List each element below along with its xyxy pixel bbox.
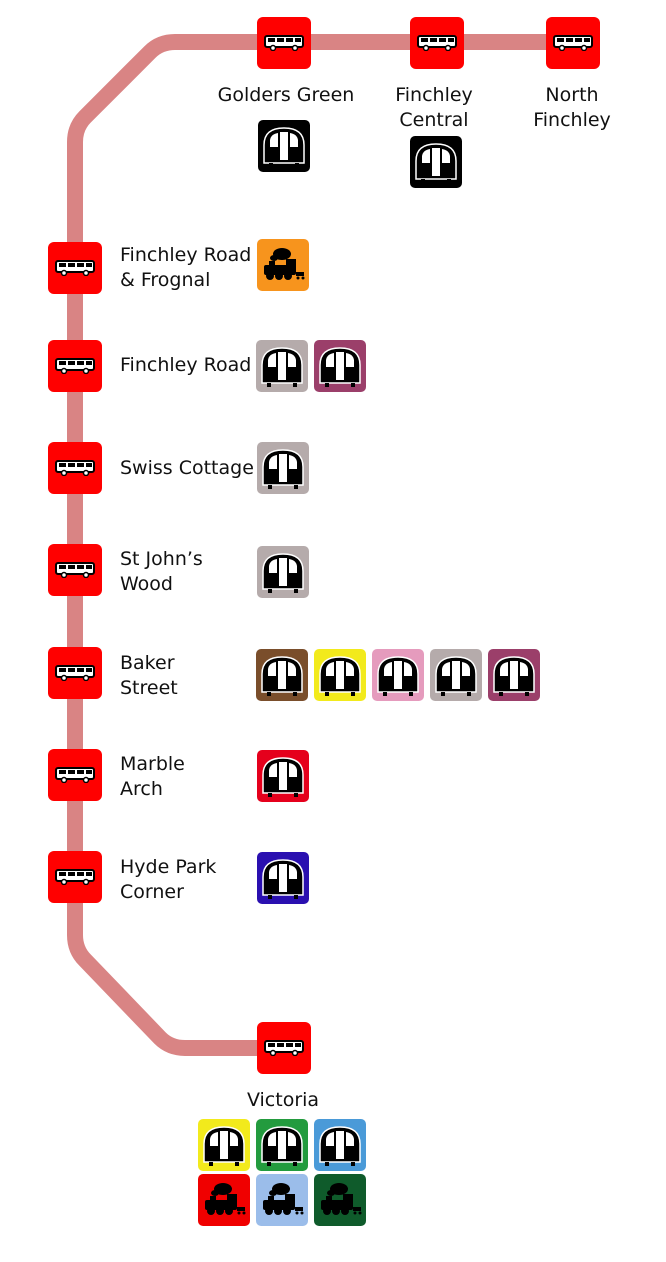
- tube-icon: [372, 649, 424, 701]
- bus-stop-swiss-cottage[interactable]: [48, 442, 102, 494]
- tube-icon: [314, 1119, 366, 1171]
- station-name-line: Corner: [120, 881, 184, 903]
- station-name-line: North: [545, 84, 599, 106]
- bus-icon: [55, 260, 95, 276]
- tube-icon: [314, 649, 366, 701]
- tube-icon: [314, 340, 366, 392]
- tube-icon: [256, 1119, 308, 1171]
- bus-icon: [55, 562, 95, 578]
- train-icon: [257, 239, 309, 291]
- bus-icon: [417, 35, 457, 51]
- bus-stop-north-finchley[interactable]: [546, 17, 600, 69]
- tube-icon: [257, 852, 309, 904]
- station-name-line: Golders Green: [217, 84, 355, 106]
- station-label-victoria: Victoria: [247, 1088, 319, 1113]
- bus-stop-finchley-road-frognal[interactable]: [48, 242, 102, 294]
- station-name-line: Wood: [120, 573, 173, 595]
- station-name-line: Baker: [120, 652, 175, 674]
- station-name-line: Hyde Park: [120, 856, 217, 878]
- station-name-line: Arch: [120, 778, 163, 800]
- tube-icon: [430, 649, 482, 701]
- tube-icon: [257, 750, 309, 802]
- tube-icon: [410, 136, 462, 188]
- bus-stop-marble-arch[interactable]: [48, 749, 102, 801]
- station-name-line: Marble: [120, 753, 185, 775]
- station-name-line: Swiss Cottage: [120, 457, 254, 479]
- tube-icon: [198, 1119, 250, 1171]
- station-label-golders-green: Golders Green: [218, 83, 355, 108]
- station-label-finchley-road: Finchley Road: [120, 353, 251, 378]
- tube-icon: [257, 546, 309, 598]
- tube-icon: [258, 120, 310, 172]
- bus-stop-baker-street[interactable]: [48, 647, 102, 699]
- train-icon: [314, 1174, 366, 1226]
- station-label-swiss-cottage: Swiss Cottage: [120, 456, 254, 481]
- station-name-line: Finchley: [395, 84, 473, 106]
- station-name-line: Finchley Road: [120, 354, 252, 376]
- tube-icon: [256, 649, 308, 701]
- bus-icon: [55, 358, 95, 374]
- station-name-line: Finchley Road: [120, 244, 252, 266]
- bus-icon: [264, 1040, 304, 1056]
- station-name-line: St John’s: [120, 548, 203, 570]
- station-label-finchley-road-frognal: Finchley Road & Frognal: [120, 243, 251, 293]
- station-name-line: Street: [120, 677, 178, 699]
- station-name-line: Victoria: [246, 1089, 320, 1111]
- bus-stop-hyde-park-corner[interactable]: [48, 851, 102, 903]
- bus-stop-golders-green[interactable]: [257, 17, 311, 69]
- bus-icon: [264, 35, 304, 51]
- bus-icon: [553, 35, 593, 51]
- train-icon: [198, 1174, 250, 1226]
- bus-stop-finchley-road[interactable]: [48, 340, 102, 392]
- station-name-line: Finchley: [533, 109, 611, 131]
- bus-stop-victoria[interactable]: [257, 1022, 311, 1074]
- bus-icon: [55, 869, 95, 885]
- train-icon: [256, 1174, 308, 1226]
- tube-icon: [488, 649, 540, 701]
- bus-stop-st-johns-wood[interactable]: [48, 544, 102, 596]
- bus-icon: [55, 665, 95, 681]
- station-name-line: Central: [399, 109, 469, 131]
- station-name-line: & Frognal: [120, 269, 211, 291]
- tube-icon: [257, 442, 309, 494]
- bus-icon: [55, 460, 95, 476]
- bus-stop-finchley-central[interactable]: [410, 17, 464, 69]
- tube-icon: [256, 340, 308, 392]
- bus-icon: [55, 767, 95, 783]
